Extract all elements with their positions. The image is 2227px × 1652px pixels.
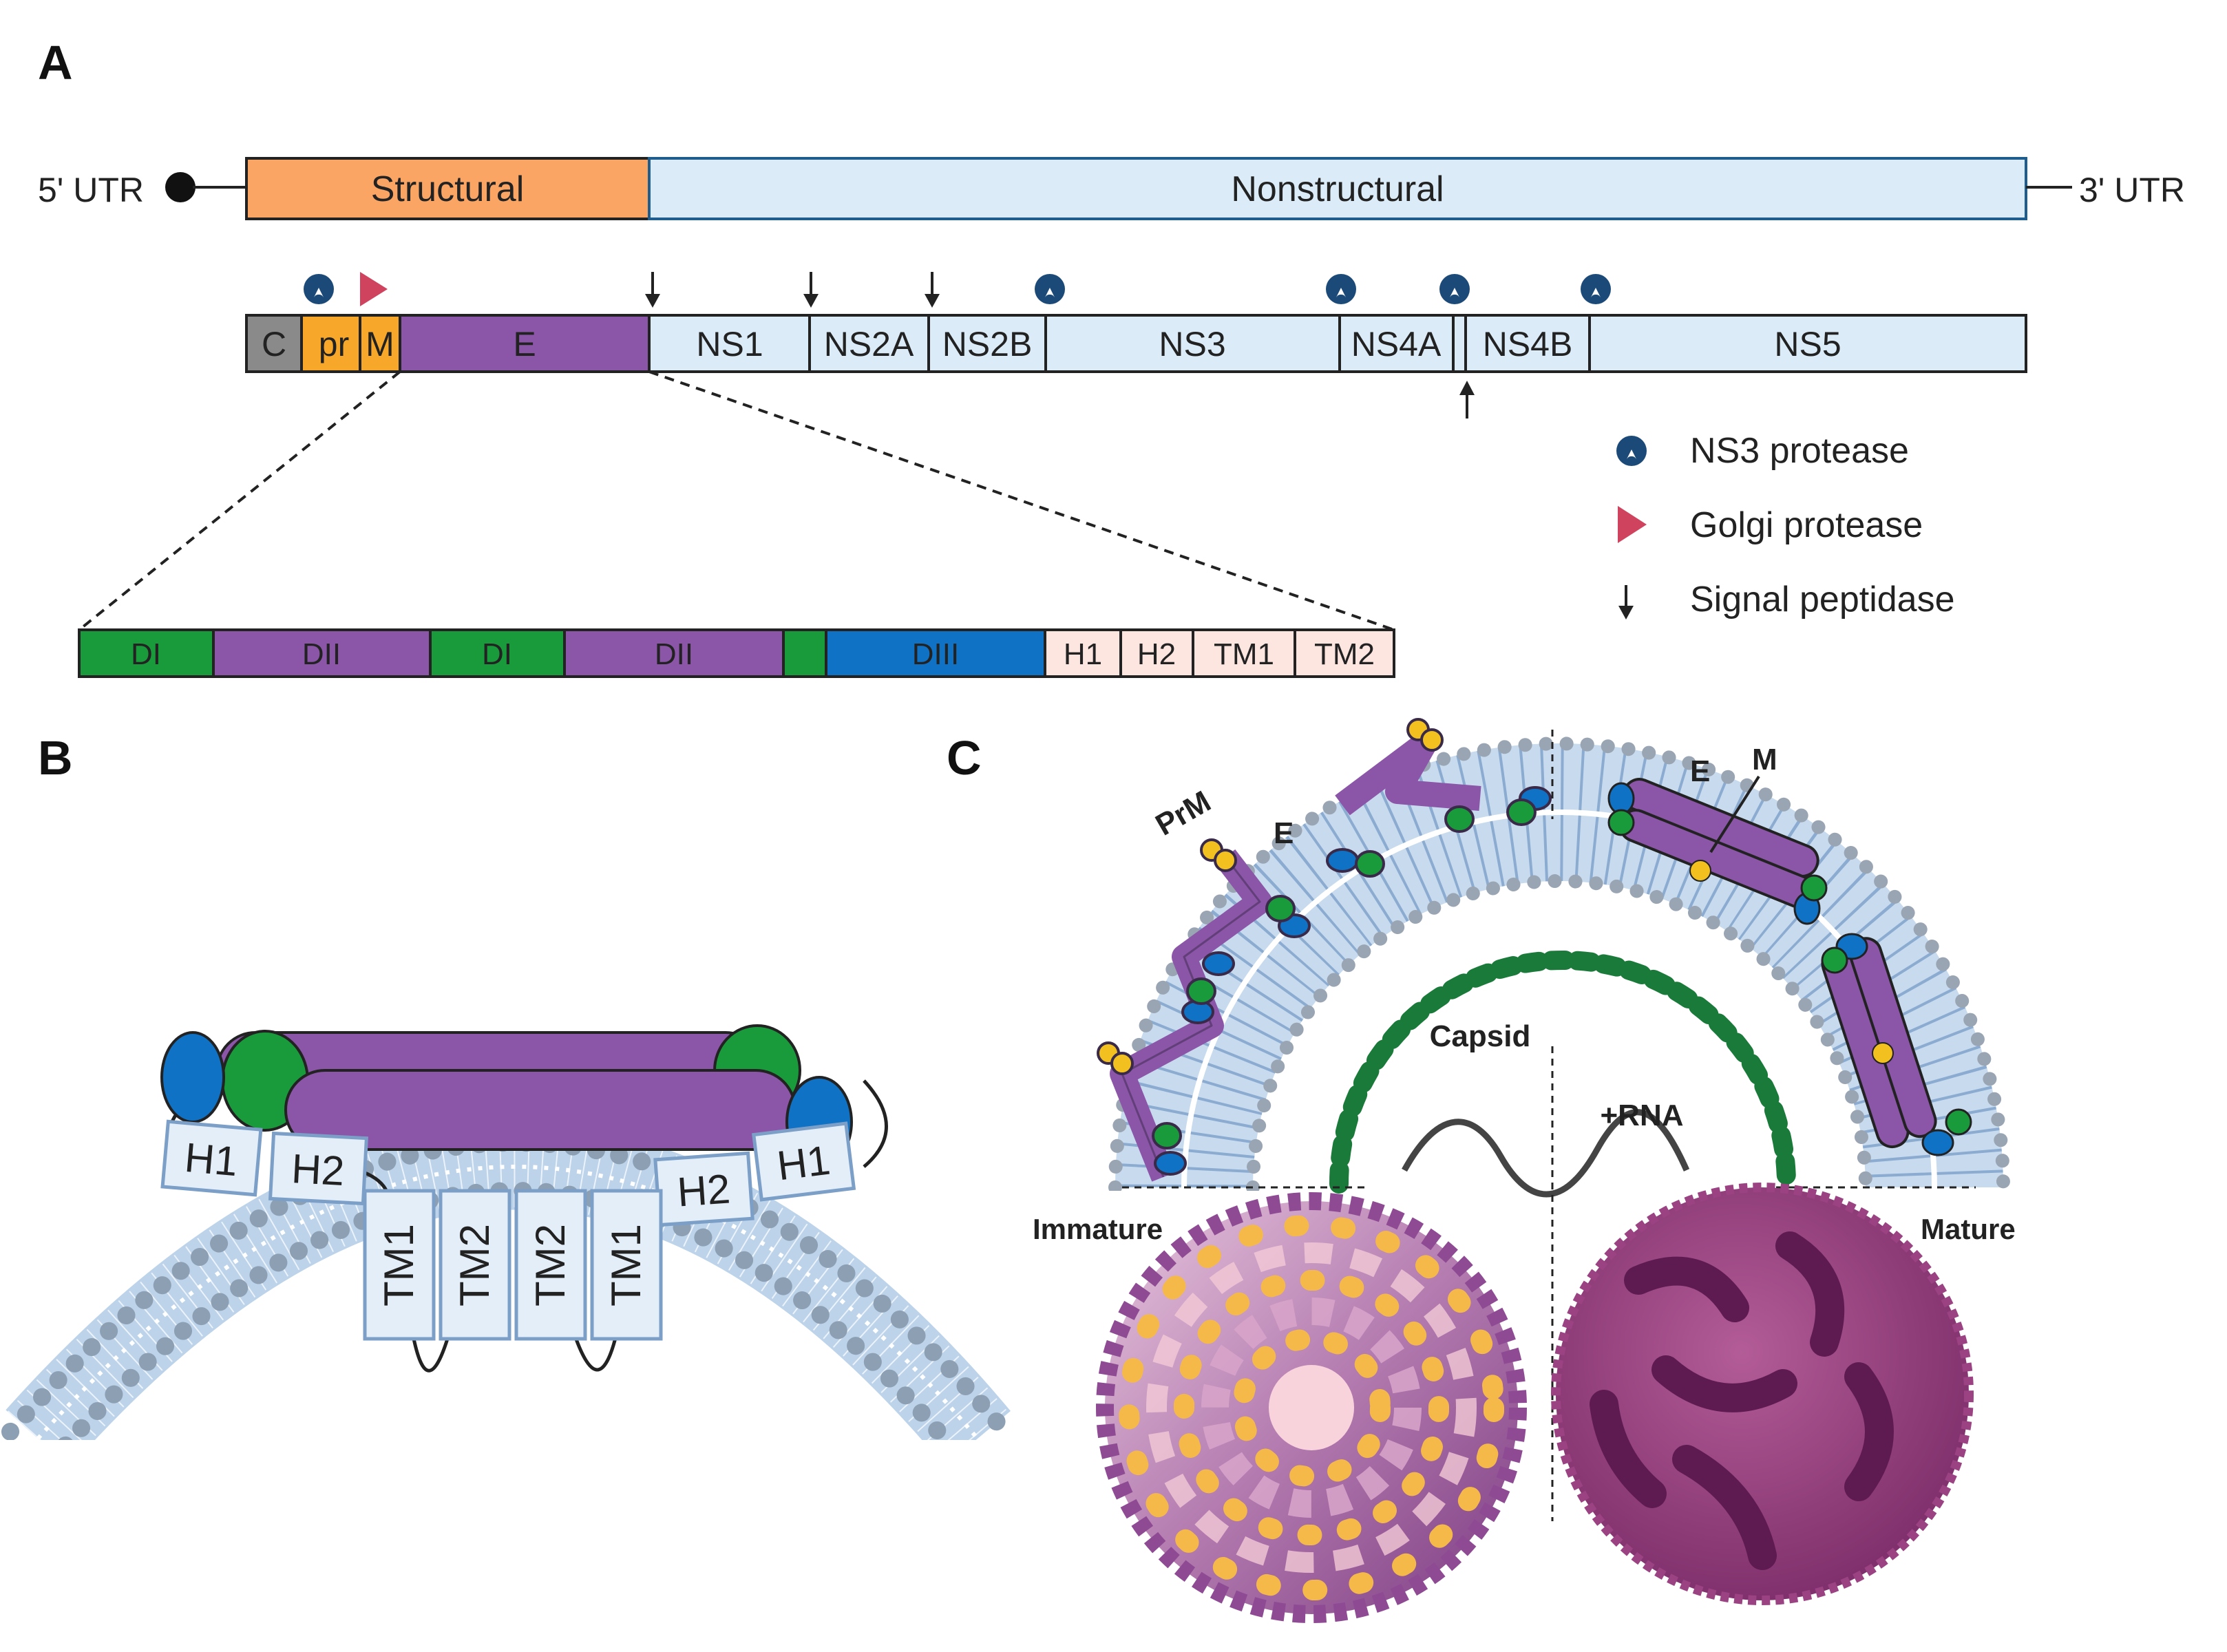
prm-label: PrM bbox=[1150, 785, 1216, 843]
domain-di-1 bbox=[78, 628, 215, 678]
panel-label-c: C bbox=[947, 731, 982, 785]
utr3-label: 3' UTR bbox=[2079, 171, 2185, 209]
nonstructural-block bbox=[648, 157, 2027, 220]
panel-label-b: B bbox=[38, 731, 73, 785]
label-ns4a: NS4A bbox=[1351, 325, 1442, 363]
label-ns2b: NS2B bbox=[942, 325, 1033, 363]
label-ns3: NS3 bbox=[1159, 325, 1225, 363]
utr5-label: 5' UTR bbox=[38, 171, 144, 209]
ns3-protease-icon bbox=[1035, 274, 1065, 304]
immature-spikes bbox=[1097, 718, 1552, 1182]
label-ns1: NS1 bbox=[696, 325, 763, 363]
domain-di-3 bbox=[782, 628, 827, 678]
cap-dot bbox=[165, 172, 196, 202]
virion-membrane bbox=[1074, 737, 2065, 1211]
label-h1-left: H1 bbox=[183, 1134, 240, 1185]
label-ns4b: NS4B bbox=[1483, 325, 1573, 363]
label-dii-2: DII bbox=[655, 637, 693, 671]
domain-di-2 bbox=[429, 628, 566, 678]
label-di-1: DI bbox=[131, 637, 161, 671]
label-c: C bbox=[262, 325, 286, 363]
label-m: M bbox=[366, 325, 394, 363]
transmembrane-helices bbox=[363, 1189, 663, 1341]
e-domain-bar bbox=[78, 628, 1395, 678]
label-e: E bbox=[513, 325, 536, 363]
domain-h2 bbox=[1119, 628, 1194, 678]
zoom-line-left bbox=[78, 370, 401, 631]
segment-ns3 bbox=[1044, 314, 1341, 373]
e-label-right: E bbox=[1690, 754, 1710, 788]
label-dii-1: DII bbox=[302, 637, 341, 671]
immature-virion bbox=[1096, 1192, 1527, 1623]
helix-h1-left bbox=[160, 1119, 263, 1197]
domain-tm2 bbox=[1294, 628, 1395, 678]
mature-dimers bbox=[1607, 778, 1972, 1156]
label-h2: H2 bbox=[1137, 637, 1176, 671]
label-h1: H1 bbox=[1064, 637, 1102, 671]
label-tm1: TM1 bbox=[1214, 637, 1274, 671]
label-tm2: TM2 bbox=[1314, 637, 1375, 671]
tm2-b bbox=[514, 1189, 587, 1341]
label-di-2: DI bbox=[482, 637, 512, 671]
immature-label: Immature bbox=[1033, 1213, 1163, 1245]
segment-ns5 bbox=[1588, 314, 2027, 373]
helix-h1-right bbox=[751, 1121, 856, 1202]
segment-2k bbox=[1452, 314, 1467, 373]
label-tm2-b: TM2 bbox=[527, 1224, 573, 1306]
tm2-a bbox=[439, 1189, 511, 1341]
domain-dii-1 bbox=[212, 628, 432, 678]
label-h2-left: H2 bbox=[291, 1145, 346, 1194]
label-tm1-b: TM1 bbox=[603, 1224, 649, 1306]
mature-label: Mature bbox=[1921, 1213, 2016, 1245]
legend-signal-icon bbox=[1618, 585, 1634, 620]
structural-label: Structural bbox=[371, 169, 525, 209]
label-ns2a: NS2A bbox=[824, 325, 914, 363]
label-pr: pr bbox=[319, 325, 349, 363]
legend-signal-label: Signal peptidase bbox=[1690, 580, 1955, 620]
label-h2-right: H2 bbox=[676, 1165, 732, 1215]
legend-golgi-label: Golgi protease bbox=[1690, 505, 1923, 545]
nonstructural-label: Nonstructural bbox=[1231, 169, 1444, 209]
segment-pr bbox=[300, 314, 361, 373]
segment-e bbox=[399, 314, 651, 373]
segment-ns1 bbox=[648, 314, 811, 373]
label-tm2-a: TM2 bbox=[452, 1224, 498, 1306]
capsid-ring bbox=[1329, 951, 1796, 1194]
e-label-left: E bbox=[1274, 816, 1294, 850]
tm1-a bbox=[363, 1189, 436, 1341]
segment-c bbox=[245, 314, 303, 373]
label-h1-right: H1 bbox=[774, 1137, 832, 1189]
m-pointer bbox=[1709, 775, 1760, 854]
domain-iii-icon bbox=[160, 1031, 225, 1123]
legend-ns3-label: NS3 protease bbox=[1690, 431, 1909, 471]
ns3-protease-icon bbox=[1326, 274, 1356, 304]
tm1-b bbox=[590, 1189, 663, 1341]
helix-h2-left bbox=[268, 1131, 368, 1206]
label-ns5: NS5 bbox=[1774, 325, 1841, 363]
mature-virion bbox=[1551, 1183, 1974, 1605]
segment-ns2a bbox=[808, 314, 930, 373]
segment-ns2b bbox=[927, 314, 1047, 373]
ns3-protease-icon bbox=[1581, 274, 1611, 304]
ns3-protease-icon bbox=[1439, 274, 1470, 304]
golgi-protease-icon bbox=[360, 272, 388, 306]
legend-golgi-icon bbox=[1618, 506, 1647, 543]
signal-peptidase-arrows bbox=[645, 272, 1475, 419]
zoom-line-right bbox=[648, 370, 1395, 631]
panel-label-a: A bbox=[38, 36, 73, 89]
rna-wave bbox=[1402, 1109, 1690, 1198]
label-diii: DIII bbox=[912, 637, 959, 671]
m-label: M bbox=[1752, 743, 1777, 776]
domain-dii-2 bbox=[563, 628, 785, 678]
capsid-label: Capsid bbox=[1430, 1019, 1531, 1053]
polyprotein bbox=[245, 314, 2027, 373]
e-dimer bbox=[160, 1024, 853, 1168]
legend-ns3-icon bbox=[1616, 436, 1647, 466]
ns3-protease-icon bbox=[304, 274, 334, 304]
domain-diii bbox=[825, 628, 1046, 678]
rna-label: +RNA bbox=[1600, 1099, 1683, 1132]
label-tm1-a: TM1 bbox=[376, 1224, 422, 1306]
segment-ns4a bbox=[1338, 314, 1455, 373]
